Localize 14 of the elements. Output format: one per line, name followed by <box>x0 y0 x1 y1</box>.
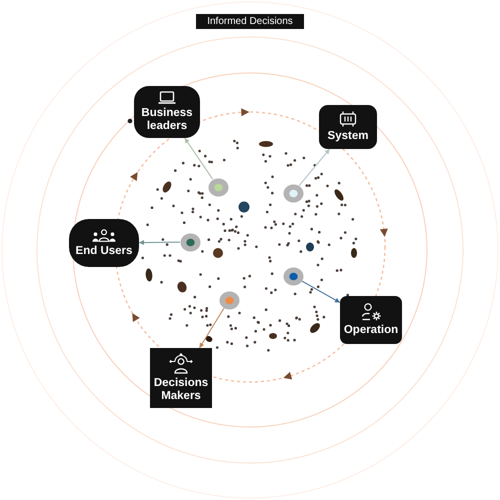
leader-line <box>138 240 180 246</box>
leader-line <box>184 138 214 180</box>
leader-line <box>298 148 330 186</box>
callout-card <box>69 219 139 267</box>
callout-card <box>134 86 200 138</box>
node-label: End Users <box>76 244 132 258</box>
node-label: Decisions Makers <box>154 377 208 403</box>
node-label: Business leaders <box>140 107 194 133</box>
title-banner: Informed Decisions <box>196 14 304 29</box>
callout-card <box>340 296 402 344</box>
callout-card <box>319 105 377 149</box>
callout-card <box>150 348 212 408</box>
node-label: Operation <box>344 324 398 337</box>
node-label: System <box>328 130 368 143</box>
